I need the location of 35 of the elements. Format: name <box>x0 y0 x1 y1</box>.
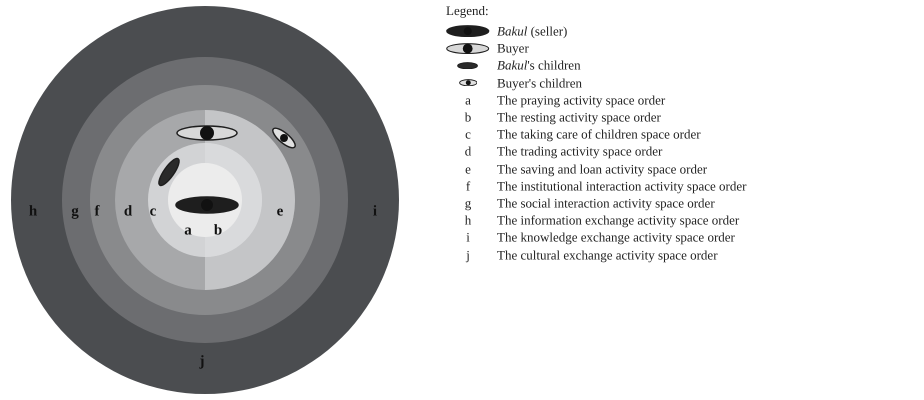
legend-text: The institutional interaction activity space order <box>497 179 746 192</box>
legend-letter: b <box>464 110 472 124</box>
legend-text: Buyer <box>497 42 529 55</box>
ring-letter: d <box>124 204 132 220</box>
ring-letter: a <box>184 224 192 238</box>
legend-text: Bakul (seller) <box>497 24 568 38</box>
legend-text: The knowledge exchange activity space order <box>497 230 735 244</box>
legend-title: Legend: <box>446 4 489 17</box>
legend-text: The trading activity space order <box>497 144 662 158</box>
legend-letter: a <box>465 93 471 106</box>
legend-text: The information exchange activity space order <box>497 214 740 227</box>
ring-letter: e <box>276 204 284 220</box>
ring-letter: h <box>28 204 38 220</box>
legend-letter: h <box>464 214 472 227</box>
legend-text: The social interaction activity space order <box>497 196 715 210</box>
legend-text: Bakul's children <box>497 58 581 72</box>
legend-letter: g <box>464 196 472 210</box>
ring-letter: c <box>150 204 156 220</box>
legend-text: The praying activity space order <box>497 93 666 106</box>
ring-letter: i <box>372 204 378 220</box>
legend-letter: j <box>466 248 470 262</box>
legend-text: The resting activity space order <box>497 110 661 124</box>
legend-letter: f <box>466 179 470 192</box>
legend-text: The taking care of children space order <box>497 128 701 141</box>
legend-letter: i <box>466 230 470 244</box>
ring-letter: g <box>71 204 79 220</box>
legend-letter: d <box>464 144 472 158</box>
legend-text: The cultural exchange activity space order <box>497 248 718 262</box>
ring-letter: f <box>94 204 100 220</box>
legend-letter: e <box>465 162 471 176</box>
ring-letter: j <box>200 354 204 370</box>
ring-letter: b <box>214 224 222 238</box>
legend-text: Buyer's children <box>497 76 582 90</box>
legend-text: The saving and loan activity space order <box>497 162 708 176</box>
legend-letter: c <box>465 128 471 141</box>
